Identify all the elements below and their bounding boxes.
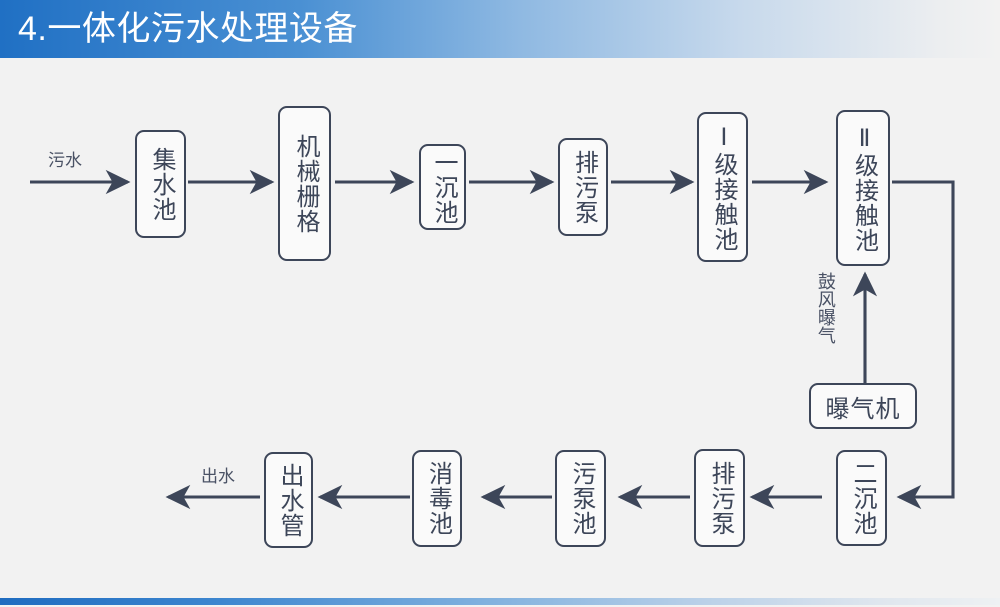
node-label: 机械栅格 [291, 133, 319, 234]
node-paiwubeng-top[interactable]: 排污泵 [558, 138, 608, 236]
node-label: 污泵池 [567, 461, 595, 536]
node-label: 一沉池 [429, 149, 457, 225]
node-label: 消毒池 [424, 461, 452, 536]
process-flow-diagram: 集水池 机械栅格 一沉池 排污泵 Ⅰ级接触池 Ⅱ级接触池 曝气机 鼓风曝气 二沉… [0, 58, 1000, 598]
node-wubengchi[interactable]: 污泵池 [555, 450, 606, 547]
node-jishuichi[interactable]: 集水池 [135, 130, 186, 238]
node-label: 二沉池 [848, 460, 876, 536]
node-paiwubeng-bottom[interactable]: 排污泵 [694, 449, 745, 547]
node-label: 曝气机 [825, 395, 901, 423]
node-jiechuchi-1[interactable]: Ⅰ级接触池 [697, 112, 748, 262]
page-title: 4.一体化污水处理设备 [18, 10, 358, 48]
arrow-jiechuchi2-to-erchenchi [892, 180, 955, 510]
node-jiechuchi-2[interactable]: Ⅱ级接触池 [836, 110, 890, 266]
node-puqiji[interactable]: 曝气机 [809, 383, 917, 429]
node-xiaoduchi[interactable]: 消毒池 [412, 450, 462, 547]
node-label: Ⅱ级接触池 [850, 123, 878, 253]
slide-bottom-bar [0, 598, 1000, 605]
node-chushuiguan[interactable]: 出水管 [264, 452, 313, 548]
node-label: 排污泵 [706, 460, 734, 536]
node-label: 出水管 [275, 462, 303, 538]
slide-title-bar: 4.一体化污水处理设备 [0, 0, 1000, 58]
node-label: 排污泵 [570, 149, 598, 225]
node-label: Ⅰ级接触池 [709, 122, 737, 252]
node-label: 集水池 [147, 146, 175, 222]
edge-label-aeration: 鼓风曝气 [815, 272, 836, 344]
node-yichenchi[interactable]: 一沉池 [419, 144, 466, 230]
node-erchenchi[interactable]: 二沉池 [836, 450, 887, 546]
edge-label-inlet: 污水 [48, 151, 82, 170]
edge-label-outlet: 出水 [201, 467, 235, 486]
connector-layer [30, 169, 955, 510]
node-jixieshange[interactable]: 机械栅格 [278, 106, 331, 261]
